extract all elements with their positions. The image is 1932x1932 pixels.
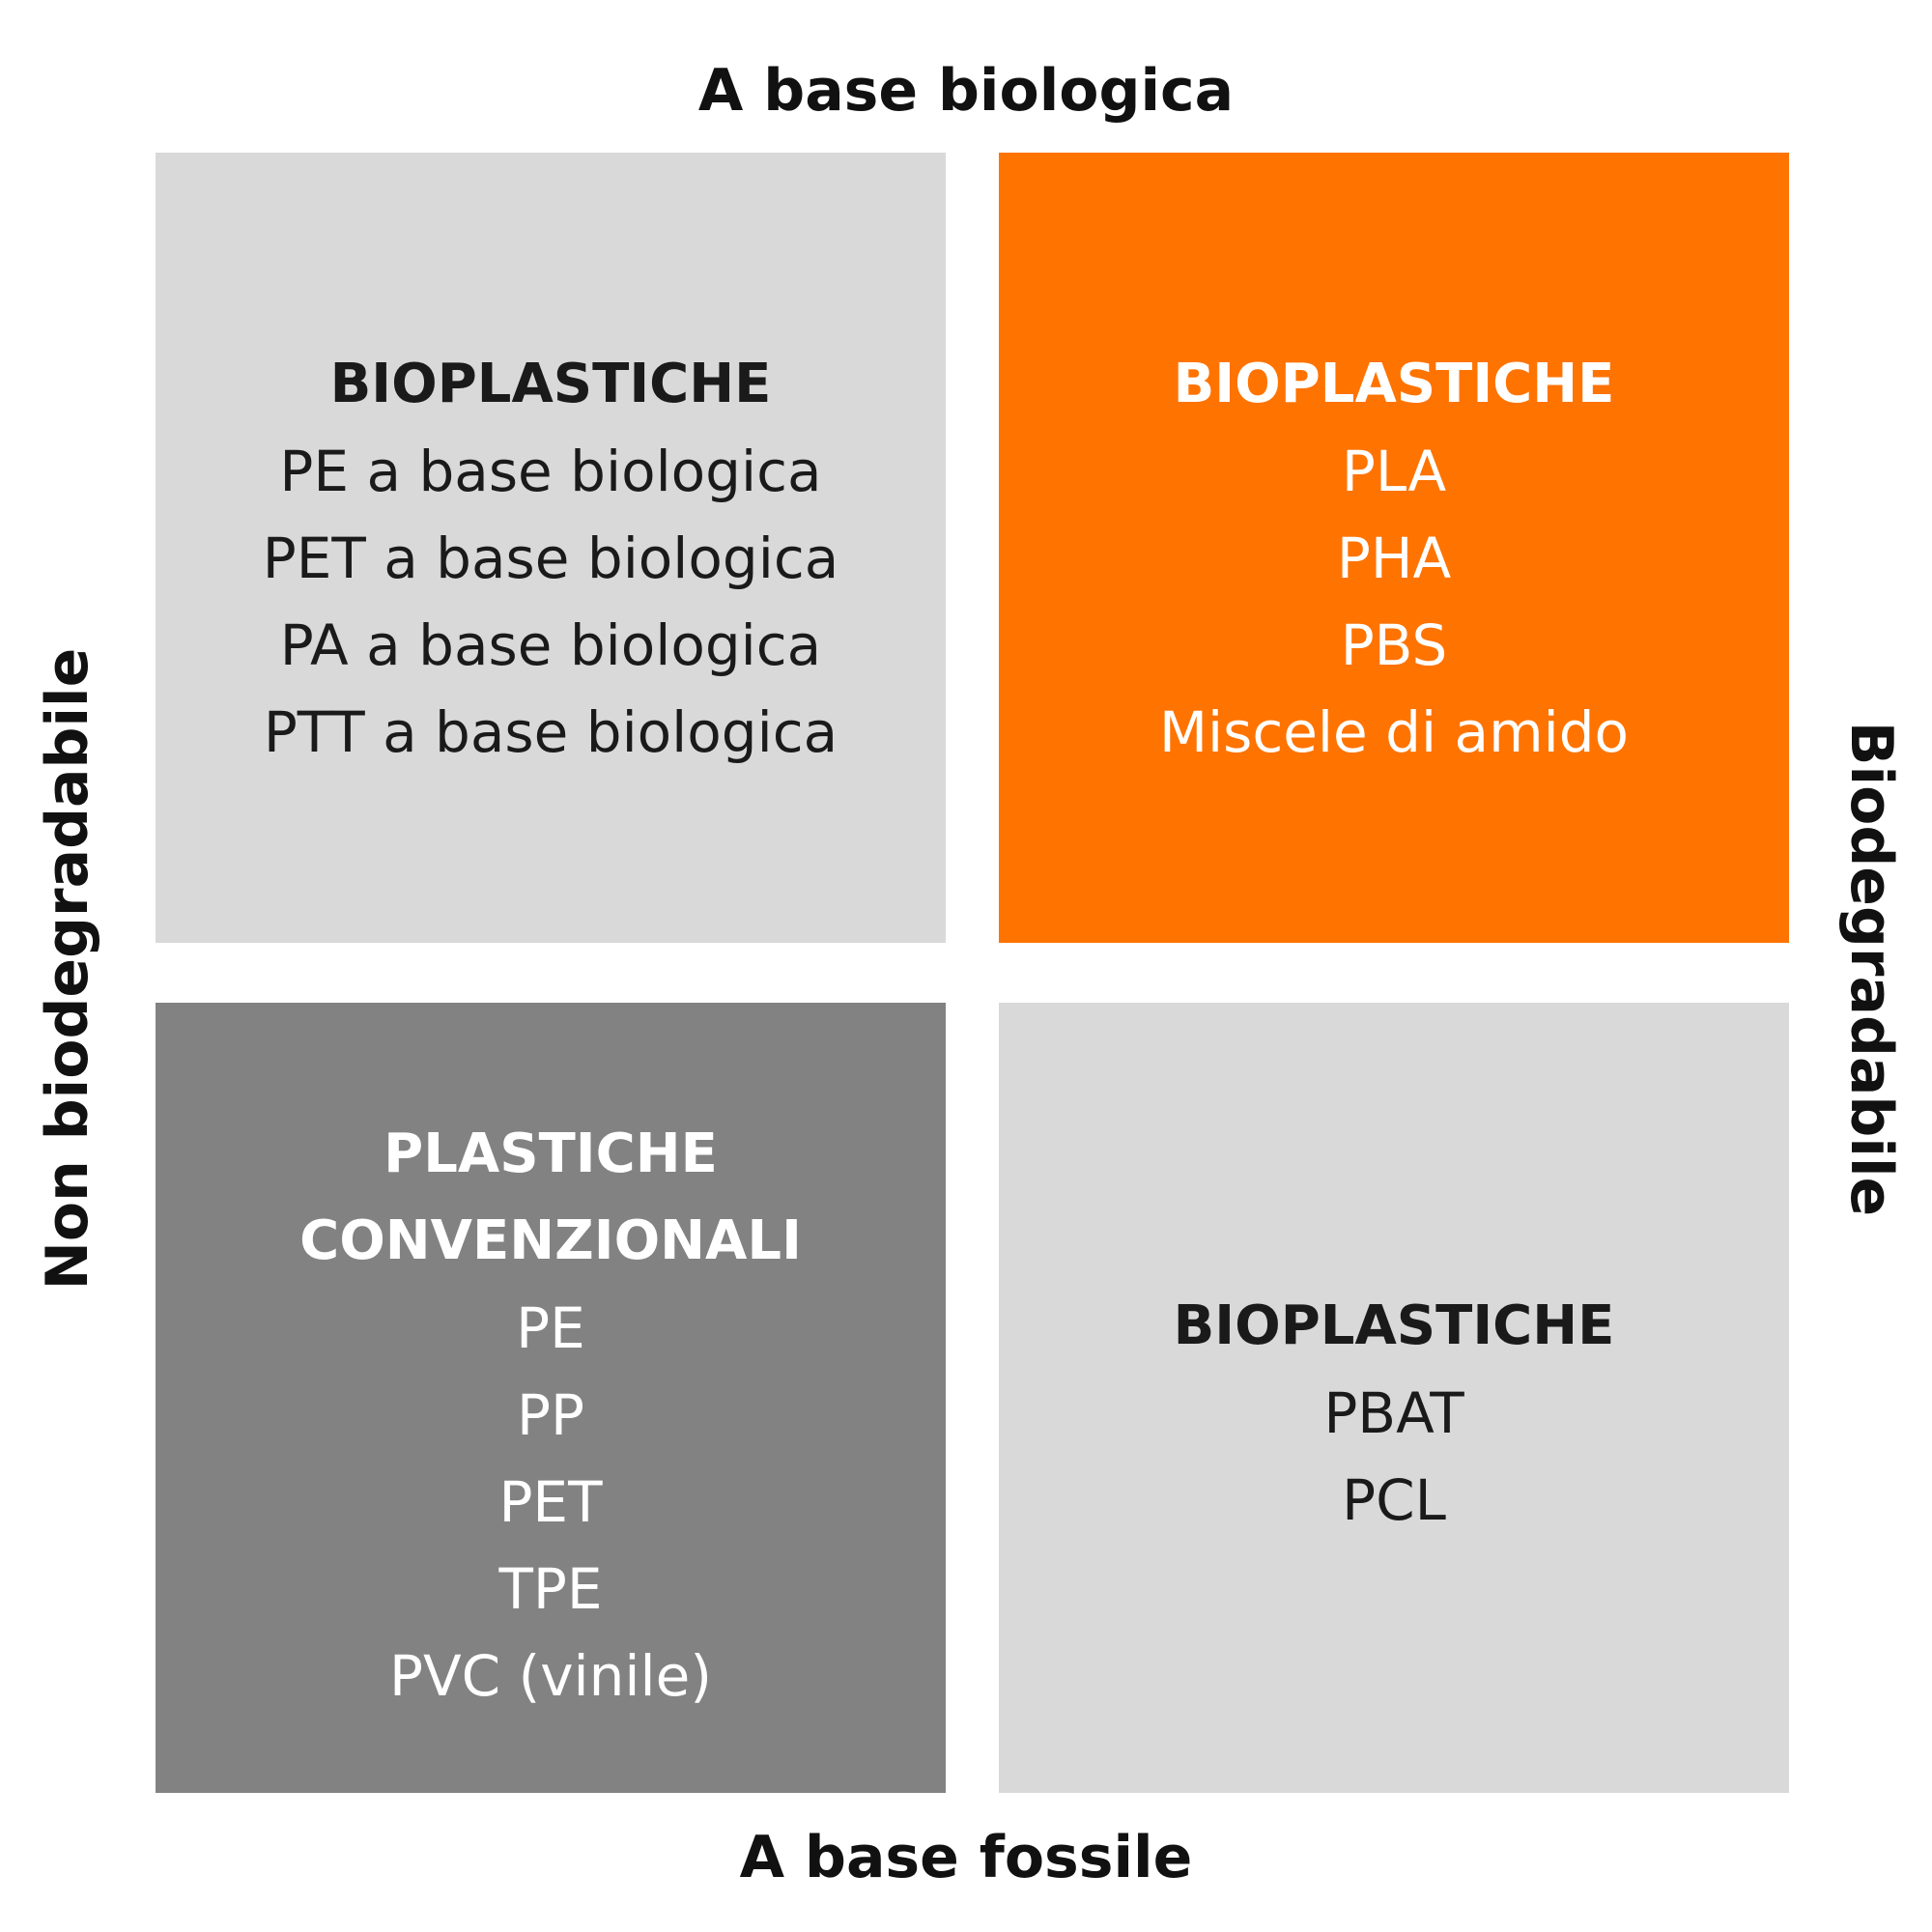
quadrant-bottom-left: PLASTICHE CONVENZIONALI PE PP PET TPE PV… [156,1003,946,1793]
quadrant-title-line: BIOPLASTICHE [1173,353,1615,415]
quadrant-top-left: BIOPLASTICHE PE a base biologica PET a b… [156,153,946,943]
quadrant-title-line: PLASTICHE [384,1122,718,1185]
quadrant-title: BIOPLASTICHE [330,341,772,428]
quadrant-item: PCL [1342,1467,1446,1533]
quadrant-title-line: BIOPLASTICHE [329,353,772,415]
quadrant-item-list: PLA PHA PBS Miscele di amido [1159,428,1629,776]
quadrant-item: PLA [1341,439,1447,504]
quadrant-item: Miscele di amido [1158,699,1629,765]
quadrant-item: PE a base biologica [279,439,822,504]
quadrant-item: PTT a base biologica [263,699,838,765]
quadrant-item: TPE [498,1556,603,1622]
quadrant-title-line: CONVENZIONALI [299,1209,802,1272]
quadrant-item: PVC (vinile) [389,1643,712,1709]
quadrant-title: BIOPLASTICHE [1174,1283,1615,1370]
quadrant-item-list: PE a base biologica PET a base biologica… [263,428,839,776]
quadrant-item: PP [517,1382,584,1448]
quadrant-item-list: PE PP PET TPE PVC (vinile) [389,1285,712,1719]
quadrant-item: PBAT [1323,1380,1464,1446]
quadrant-item: PBS [1340,612,1448,678]
axis-label-top: A base biologica [697,57,1235,125]
axis-label-bottom: A base fossile [739,1824,1193,1891]
quadrant-bottom-right: BIOPLASTICHE PBAT PCL [999,1003,1789,1793]
quadrant-item: PE [516,1295,585,1361]
quadrant-top-right: BIOPLASTICHE PLA PHA PBS Miscele di amid… [999,153,1789,943]
quadrant-title: PLASTICHE CONVENZIONALI [299,1111,802,1285]
axis-label-right: Biodegradabile [1837,721,1905,1217]
quadrant-item: PHA [1336,526,1452,591]
quadrant-item: PET a base biologica [262,526,839,591]
quadrant-item-list: PBAT PCL [1323,1370,1463,1544]
quadrant-item: PA a base biologica [279,612,822,678]
quadrant-title-line: BIOPLASTICHE [1173,1294,1615,1357]
quadrant-item: PET [498,1469,603,1535]
axis-label-left: Non biodegradabile [34,647,101,1291]
quadrant-title: BIOPLASTICHE [1174,341,1615,428]
